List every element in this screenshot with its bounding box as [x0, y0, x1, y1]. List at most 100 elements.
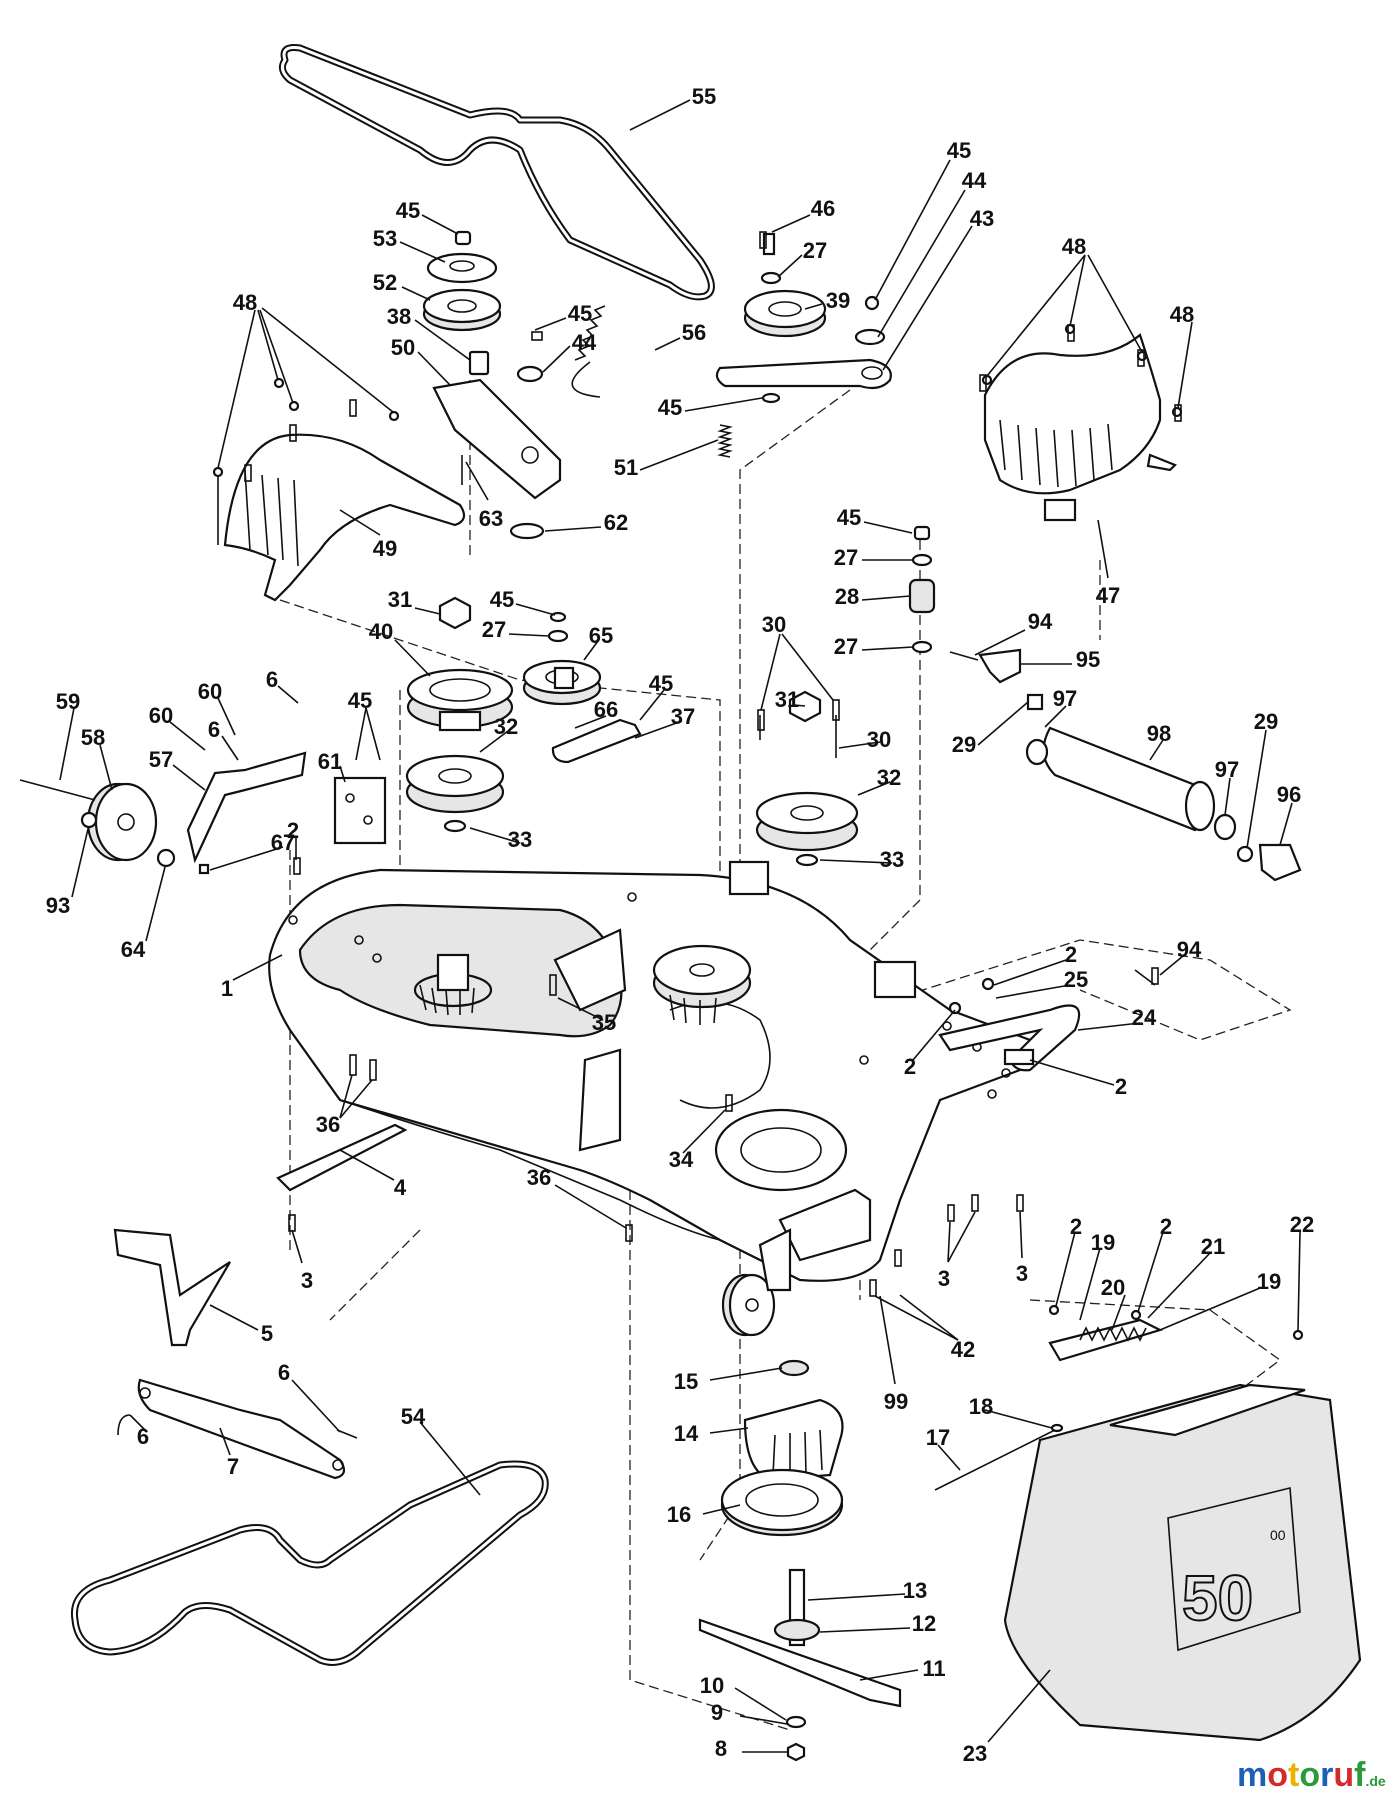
- callout-39: 39: [826, 288, 850, 313]
- callout-61: 61: [318, 749, 342, 774]
- callout-48: 48: [1170, 302, 1194, 327]
- watermark-letter: o: [1299, 1756, 1320, 1794]
- callout-2: 2: [1065, 942, 1077, 967]
- callout-27: 27: [803, 238, 827, 263]
- callout-20: 20: [1101, 1275, 1125, 1300]
- watermark-letter: r: [1320, 1756, 1333, 1794]
- callout-67: 67: [271, 830, 295, 855]
- callout-17: 17: [926, 1425, 950, 1450]
- callout-14: 14: [674, 1421, 699, 1446]
- callout-32: 32: [494, 714, 518, 739]
- callout-66: 66: [594, 697, 618, 722]
- watermark-letter: m: [1237, 1756, 1267, 1794]
- callout-57: 57: [149, 747, 173, 772]
- callout-63: 63: [479, 506, 503, 531]
- callout-31: 31: [775, 687, 799, 712]
- callout-19: 19: [1091, 1230, 1115, 1255]
- callout-30: 30: [867, 727, 891, 752]
- callout-45: 45: [348, 688, 372, 713]
- deck-brackets: [19, 666, 642, 875]
- callout-9: 9: [711, 1700, 723, 1725]
- callout-25: 25: [1064, 967, 1088, 992]
- left-belt-cover: [212, 377, 466, 602]
- callout-54: 54: [401, 1404, 426, 1429]
- callout-21: 21: [1201, 1234, 1225, 1259]
- callout-2: 2: [1070, 1214, 1082, 1239]
- callout-93: 93: [46, 893, 70, 918]
- callout-5: 5: [261, 1321, 273, 1346]
- callout-29: 29: [1254, 709, 1278, 734]
- watermark: motoruf.de: [1237, 1756, 1386, 1794]
- callout-94: 94: [1177, 937, 1202, 962]
- callout-60: 60: [149, 703, 173, 728]
- callout-15: 15: [674, 1369, 698, 1394]
- callout-11: 11: [922, 1656, 945, 1681]
- callout-56: 56: [682, 320, 706, 345]
- callout-1: 1: [221, 976, 233, 1001]
- callout-97: 97: [1053, 686, 1077, 711]
- callout-18: 18: [969, 1394, 993, 1419]
- callout-53: 53: [373, 226, 397, 251]
- callout-2: 2: [1160, 1214, 1172, 1239]
- callout-2: 2: [287, 818, 299, 843]
- callout-27: 27: [834, 634, 858, 659]
- right-belt-cover: [981, 323, 1183, 522]
- callout-3: 3: [938, 1266, 950, 1291]
- watermark-letter: t: [1288, 1756, 1299, 1794]
- callout-97: 97: [1215, 757, 1239, 782]
- callout-95: 95: [1076, 647, 1100, 672]
- callout-36: 36: [527, 1165, 551, 1190]
- pulley-stack-left: [405, 596, 602, 833]
- mower-deck: [268, 860, 1035, 1337]
- deck-roller: [949, 648, 1302, 986]
- callout-45: 45: [490, 587, 514, 612]
- callout-62: 62: [604, 510, 628, 535]
- callout-45: 45: [568, 301, 592, 326]
- callout-49: 49: [373, 536, 397, 561]
- callout-29: 29: [952, 732, 976, 757]
- callout-33: 33: [880, 847, 904, 872]
- callout-64: 64: [121, 937, 146, 962]
- watermark-logo: motoruf.de: [1237, 1756, 1386, 1794]
- lift-links: [113, 1123, 408, 1480]
- callout-48: 48: [233, 290, 257, 315]
- callout-16: 16: [667, 1502, 691, 1527]
- callout-38: 38: [387, 304, 411, 329]
- callout-33: 33: [508, 827, 532, 852]
- callout-36: 36: [316, 1112, 340, 1137]
- callout-48: 48: [1062, 234, 1086, 259]
- callout-96: 96: [1277, 782, 1301, 807]
- callout-43: 43: [970, 206, 994, 231]
- callout-4: 4: [394, 1175, 407, 1200]
- callout-65: 65: [589, 623, 613, 648]
- callout-10: 10: [700, 1673, 724, 1698]
- callout-51: 51: [614, 455, 638, 480]
- callout-6: 6: [208, 717, 220, 742]
- callout-44: 44: [962, 168, 987, 193]
- callout-7: 7: [227, 1454, 239, 1479]
- side-bracket-24: [938, 977, 1081, 1072]
- fasteners: [244, 231, 1182, 1297]
- callout-45: 45: [396, 198, 420, 223]
- callout-32: 32: [877, 765, 901, 790]
- callout-24: 24: [1132, 1005, 1157, 1030]
- callout-3: 3: [301, 1268, 313, 1293]
- callout-28: 28: [835, 584, 859, 609]
- blade-spindle-assembly: [698, 1359, 902, 1762]
- callout-12: 12: [912, 1611, 936, 1636]
- pulley-stack-right: [755, 525, 936, 867]
- watermark-letter: o: [1267, 1756, 1288, 1794]
- watermark-letter: f: [1354, 1756, 1366, 1794]
- callout-6: 6: [137, 1424, 149, 1449]
- callout-23: 23: [963, 1741, 987, 1766]
- callout-45: 45: [649, 671, 673, 696]
- callout-30: 30: [762, 612, 786, 637]
- callout-2: 2: [904, 1054, 916, 1079]
- callout-52: 52: [373, 270, 397, 295]
- deck-badge-suffix: 00: [1270, 1527, 1286, 1543]
- upper-drive-belt: [278, 44, 715, 301]
- callout-27: 27: [834, 545, 858, 570]
- lower-drive-belt: [70, 1460, 549, 1666]
